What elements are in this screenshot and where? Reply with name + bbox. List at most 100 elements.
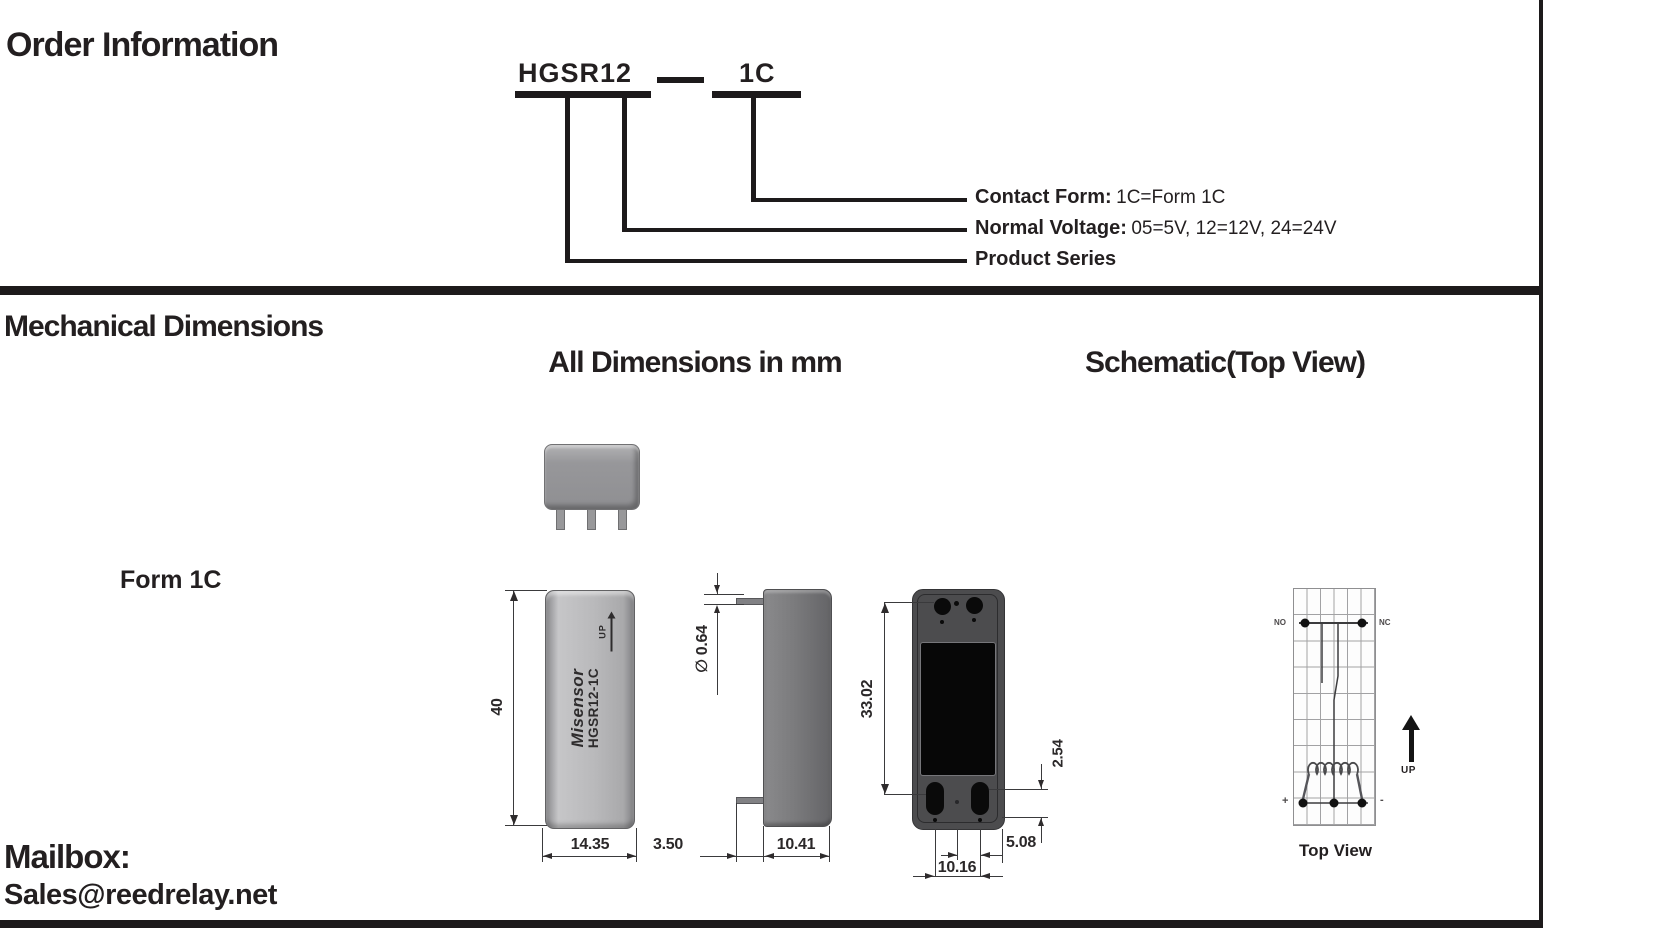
suffix-underline	[712, 91, 801, 98]
dim-arrow	[765, 853, 774, 859]
dim-pin-pitch: 10.16	[937, 859, 977, 876]
side-view-body	[763, 589, 832, 827]
ext-line	[736, 803, 737, 862]
dim-body-depth: 10.41	[776, 836, 816, 853]
terminal-minus-label: -	[1380, 794, 1384, 806]
schematic-subtitle: Schematic(Top View)	[1085, 346, 1366, 379]
dim-pin-row-span: 33.02	[859, 679, 876, 719]
ext-line	[829, 826, 830, 862]
legend-voltage: Normal Voltage: 05=5V, 12=12V, 24=24V	[975, 217, 1337, 240]
dim-arrow	[714, 585, 720, 593]
ext-line	[884, 794, 926, 795]
dim-body-length: 40	[489, 698, 506, 716]
mech-dimensions-title: Mechanical Dimensions	[4, 310, 324, 343]
dim-arrow	[925, 873, 934, 879]
dim-arrow	[714, 605, 720, 613]
form-1c-label: Form 1C	[120, 566, 222, 594]
legend-product-series: Product Series	[975, 248, 1116, 271]
dim-arrow	[881, 603, 889, 613]
ext-line	[989, 789, 1048, 790]
center-mark	[955, 800, 959, 804]
ext-line	[980, 829, 981, 877]
legend-value: 1C=Form 1C	[1116, 187, 1226, 208]
top-view-caption: Top View	[1298, 841, 1373, 860]
leader-line	[717, 613, 718, 695]
connector-line	[751, 96, 756, 202]
mailbox-label: Mailbox:	[4, 838, 131, 875]
dim-arrow	[1038, 780, 1044, 788]
pin-slot	[926, 782, 944, 815]
dim-arrow	[948, 852, 957, 858]
dim-arrow	[981, 873, 990, 879]
dim-arrow	[543, 853, 552, 859]
pin-dot	[978, 818, 982, 822]
ext-line	[636, 828, 637, 862]
legend-label: Product Series	[975, 248, 1117, 270]
dim-line	[980, 855, 1002, 856]
part-number-series: HGSR12	[518, 58, 633, 88]
dim-arrow	[510, 815, 518, 825]
order-info-title: Order Information	[6, 26, 279, 64]
series-underline	[515, 91, 651, 98]
ext-line	[704, 594, 744, 595]
pin-hole	[966, 597, 983, 614]
connector-line	[751, 198, 967, 202]
dim-line	[717, 573, 718, 594]
dim-arrow	[727, 853, 736, 859]
front-up-marking: UP	[593, 609, 616, 655]
front-view-body	[545, 590, 635, 829]
connector-line	[565, 259, 967, 263]
pin-hole	[934, 598, 951, 615]
ext-line	[884, 602, 934, 603]
dim-arrow	[981, 852, 990, 858]
ext-line	[763, 826, 764, 862]
brand-text: Misensor	[568, 668, 587, 748]
dim-pin-pitch-half: 5.08	[1006, 834, 1036, 851]
dim-line	[513, 591, 514, 825]
dim-arrow	[820, 853, 829, 859]
ext-line	[1002, 829, 1003, 863]
schematic-up-label: UP	[1401, 765, 1416, 776]
terminal-nc-label: NC	[1379, 618, 1391, 627]
part-number-dash	[657, 77, 704, 83]
up-label: UP	[597, 624, 608, 639]
dim-line	[913, 876, 1003, 877]
pin-dot	[940, 620, 944, 624]
dim-pin-offset: 3.50	[653, 836, 683, 853]
bottom-view-window	[921, 643, 995, 775]
pin-dot	[933, 818, 937, 822]
dim-arrow	[627, 853, 636, 859]
terminal-no-label: NO	[1274, 618, 1286, 627]
pin-dot	[972, 618, 976, 622]
relay-3d-body	[544, 444, 640, 510]
dim-arrow	[881, 784, 889, 794]
schematic-grid	[1293, 588, 1376, 826]
dim-pin-diameter: ∅ 0.64	[694, 625, 711, 673]
ext-line	[704, 604, 744, 605]
dim-pin-pitch-row: 2.54	[1049, 739, 1067, 768]
legend-value: 05=5V, 12=12V, 24=24V	[1131, 218, 1337, 239]
dim-line	[1041, 817, 1042, 843]
dim-line	[884, 603, 885, 794]
bottom-view-inner-line	[917, 594, 998, 823]
legend-label: Normal Voltage:	[975, 217, 1127, 239]
ext-line	[1002, 817, 1048, 818]
pin-dot	[954, 601, 959, 606]
schematic-drawing	[1298, 618, 1368, 808]
ext-line	[542, 828, 543, 862]
dim-body-width: 14.35	[570, 836, 610, 853]
ext-line	[505, 825, 547, 826]
legend-label: Contact Form:	[975, 186, 1112, 208]
connector-line	[622, 96, 627, 232]
pin-slot	[971, 782, 989, 815]
side-pin-bottom	[736, 797, 765, 804]
dim-line	[542, 856, 637, 857]
ext-line	[505, 590, 547, 591]
up-arrow-icon	[1402, 715, 1420, 730]
connector-line	[622, 228, 967, 232]
mailbox-email: Sales@reedrelay.net	[4, 879, 277, 911]
legend-contact-form: Contact Form: 1C=Form 1C	[975, 186, 1225, 209]
section-divider	[0, 286, 1543, 295]
dim-line	[1041, 764, 1042, 789]
bottom-border	[0, 920, 1543, 928]
